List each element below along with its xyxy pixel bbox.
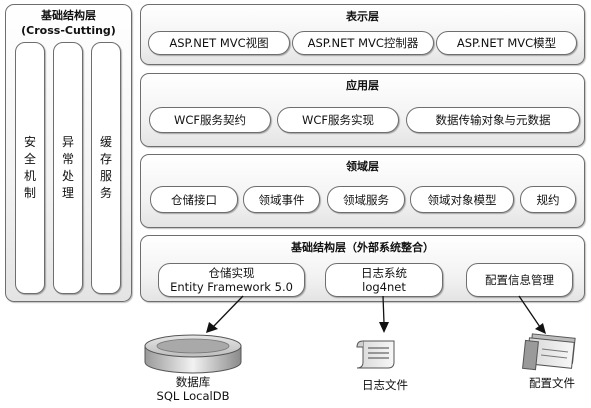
presentation-layer: 表示层 ASP.NET MVC视图 ASP.NET MVC控制器 ASP.NET…: [140, 4, 585, 65]
exception-handling-label: 异常处理: [61, 135, 74, 200]
logging-system-box: 日志系统 log4net: [325, 263, 443, 297]
log-file-label: 日志文件: [362, 378, 408, 392]
cache-service-label: 缓存服务: [99, 135, 112, 200]
cross-cutting-title-line1: 基础结构层: [41, 9, 96, 22]
database-label: 数据库 SQL LocalDB: [143, 375, 243, 403]
repository-implementation-line2: Entity Framework 5.0: [170, 280, 293, 294]
database-label-line2: SQL LocalDB: [156, 389, 230, 403]
presentation-layer-title: 表示层: [346, 10, 379, 23]
specification-box: 规约: [520, 186, 576, 213]
infrastructure-layer: 基础结构层（外部系统整合） 仓储实现 Entity Framework 5.0 …: [140, 235, 585, 302]
repository-implementation-line1: 仓储实现: [208, 266, 255, 280]
database-label-line1: 数据库: [175, 375, 211, 389]
domain-services-box: 领域服务: [327, 186, 405, 213]
repository-interface-box: 仓储接口: [150, 186, 238, 213]
repository-implementation-box: 仓储实现 Entity Framework 5.0: [158, 263, 305, 297]
domain-object-model-box: 领域对象模型: [410, 186, 514, 213]
arrow-to-log-file: [379, 295, 389, 333]
database-icon: [144, 334, 242, 374]
wcf-contract-box: WCF服务契约: [149, 107, 271, 133]
config-management-box: 配置信息管理: [466, 263, 573, 297]
logging-system-line1: 日志系统: [361, 266, 407, 280]
arrow-to-database: [206, 295, 244, 333]
application-layer-title: 应用层: [346, 79, 379, 92]
application-layer: 应用层 WCF服务契约 WCF服务实现 数据传输对象与元数据: [140, 73, 585, 147]
log-file-icon: [356, 340, 395, 369]
mvc-view-box: ASP.NET MVC视图: [148, 31, 290, 55]
domain-layer-title: 领域层: [346, 160, 379, 173]
exception-handling-column: 异常处理: [53, 42, 83, 294]
wcf-implementation-box: WCF服务实现: [277, 107, 399, 133]
security-label: 安全机制: [23, 135, 36, 200]
dto-metadata-box: 数据传输对象与元数据: [406, 107, 580, 133]
config-file-label: 配置文件: [529, 376, 575, 390]
domain-layer: 领域层 仓储接口 领域事件 领域服务 领域对象模型 规约: [140, 154, 585, 228]
cross-cutting-title: 基础结构层 (Cross-Cutting): [6, 8, 131, 38]
mvc-controller-box: ASP.NET MVC控制器: [292, 31, 434, 55]
config-file-icon: [522, 333, 576, 371]
infrastructure-layer-title: 基础结构层（外部系统整合）: [291, 241, 434, 254]
mvc-model-box: ASP.NET MVC模型: [436, 31, 577, 55]
cache-service-column: 缓存服务: [91, 42, 121, 294]
arrow-to-config-file: [518, 295, 546, 334]
cross-cutting-title-line2: (Cross-Cutting): [21, 24, 116, 37]
domain-events-box: 领域事件: [243, 186, 320, 213]
security-column: 安全机制: [15, 42, 45, 294]
logging-system-line2: log4net: [362, 280, 406, 294]
cross-cutting-layer: 基础结构层 (Cross-Cutting) 安全机制 异常处理 缓存服务: [5, 4, 132, 302]
